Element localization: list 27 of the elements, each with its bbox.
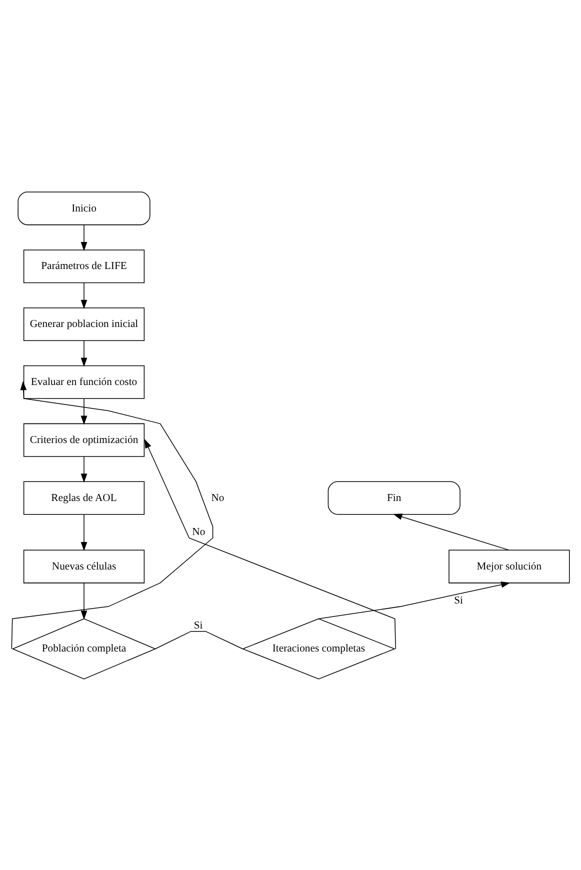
arrow	[80, 398, 88, 424]
arrow	[80, 224, 88, 251]
node-box: Mejor solución	[448, 549, 570, 583]
edge-label: Si	[194, 620, 203, 631]
arrow	[144, 438, 396, 649]
node-box: Inicio	[18, 191, 150, 225]
connector	[154, 630, 244, 649]
node-box: Generar poblacion inicial	[23, 307, 145, 341]
node-box: Criterios de optimización	[23, 422, 145, 456]
edge-label: No	[211, 492, 224, 504]
arrow	[80, 582, 88, 620]
arrow	[11, 380, 214, 649]
node-box: Fin	[328, 480, 460, 514]
node-box: Evaluar en función costo	[23, 364, 145, 398]
node-box: Nuevas células	[23, 549, 145, 583]
arrow	[80, 456, 88, 482]
edge-label: Si	[454, 595, 463, 606]
node-box: Parámetros de LIFE	[23, 249, 145, 283]
node-diamond: Población completa	[12, 618, 156, 679]
arrow	[80, 340, 88, 366]
arrow	[80, 514, 88, 551]
node-box: Reglas de AOL	[23, 480, 145, 514]
arrow	[318, 581, 510, 619]
node-diamond: Iteraciones completas	[242, 618, 396, 679]
arrow	[80, 282, 88, 309]
edge-label: No	[192, 526, 206, 538]
arrow	[393, 513, 510, 550]
